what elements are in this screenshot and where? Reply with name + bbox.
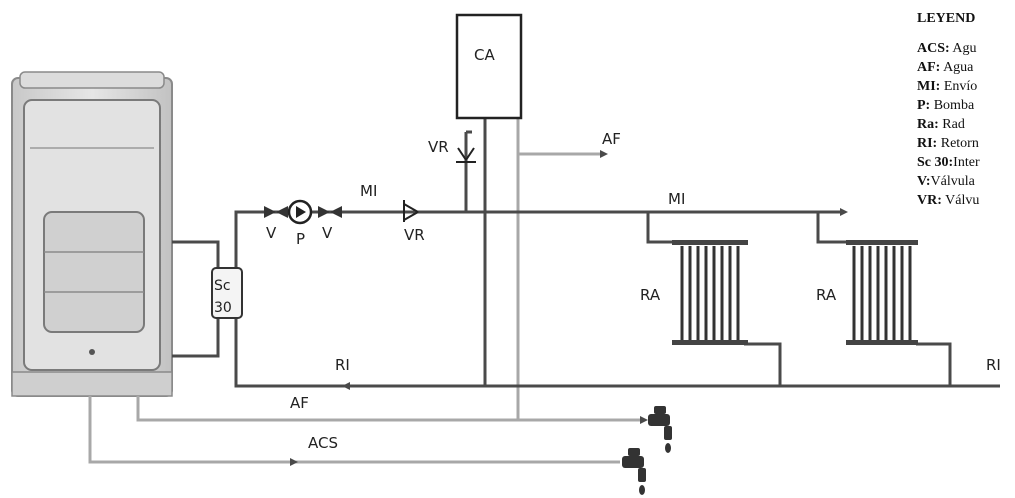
v-right-label: V <box>322 224 333 242</box>
ra-left-label: RA <box>640 286 661 304</box>
ra-right-label: RA <box>816 286 837 304</box>
faucet-lower-icon <box>622 448 646 495</box>
pump-icon <box>287 199 313 225</box>
boiler-connection-pipes <box>172 240 220 358</box>
flow-arrows <box>290 150 848 466</box>
sc-label: Sc <box>214 278 231 294</box>
sc-number-label: 30 <box>214 300 232 316</box>
legend-item: Sc 30:Inter <box>917 155 980 170</box>
ri-right-label: RI <box>986 356 1001 374</box>
v-left-label: V <box>266 224 277 242</box>
legend-item: RI: Retorn <box>917 136 979 151</box>
radiator-right-icon <box>846 240 918 345</box>
legend-panel: LEYEND ACS: Agu AF: Agua MI: Envío P: Bo… <box>917 6 1015 306</box>
sc30-exchanger-icon <box>211 267 243 319</box>
check-valve-top-icon <box>456 147 476 163</box>
valve-left-icon <box>264 206 288 218</box>
acs-label: ACS <box>308 434 338 452</box>
faucet-upper-icon <box>648 406 672 453</box>
legend-item: V:Válvula <box>917 174 975 189</box>
check-valve-mid-icon <box>403 200 419 222</box>
ri-mid-label: RI <box>335 356 350 374</box>
legend-item: MI: Envío <box>917 79 978 94</box>
pump-label: P <box>296 230 305 248</box>
ca-tank-icon <box>455 13 523 120</box>
cold-water-pipes <box>88 118 640 464</box>
vr-top-label: VR <box>428 138 449 156</box>
legend-item: VR: Válvu <box>917 193 980 208</box>
radiator-left-icon <box>672 240 748 345</box>
heating-pipes <box>234 118 1000 388</box>
vr-mid-label: VR <box>404 226 425 244</box>
legend-item: Ra: Rad <box>917 117 965 132</box>
legend-item: P: Bomba <box>917 98 975 113</box>
legend-title: LEYEND <box>917 11 976 26</box>
af-bottom-label: AF <box>290 394 309 412</box>
mi-right-label: MI <box>668 190 685 208</box>
af-top-label: AF <box>602 130 621 148</box>
ca-label: CA <box>474 46 495 64</box>
legend-item: ACS: Agu <box>917 41 977 56</box>
legend-item: AF: Agua <box>917 60 974 75</box>
valve-right-icon <box>318 206 342 218</box>
boiler-stove-icon <box>11 71 173 397</box>
mi-left-label: MI <box>360 182 377 200</box>
